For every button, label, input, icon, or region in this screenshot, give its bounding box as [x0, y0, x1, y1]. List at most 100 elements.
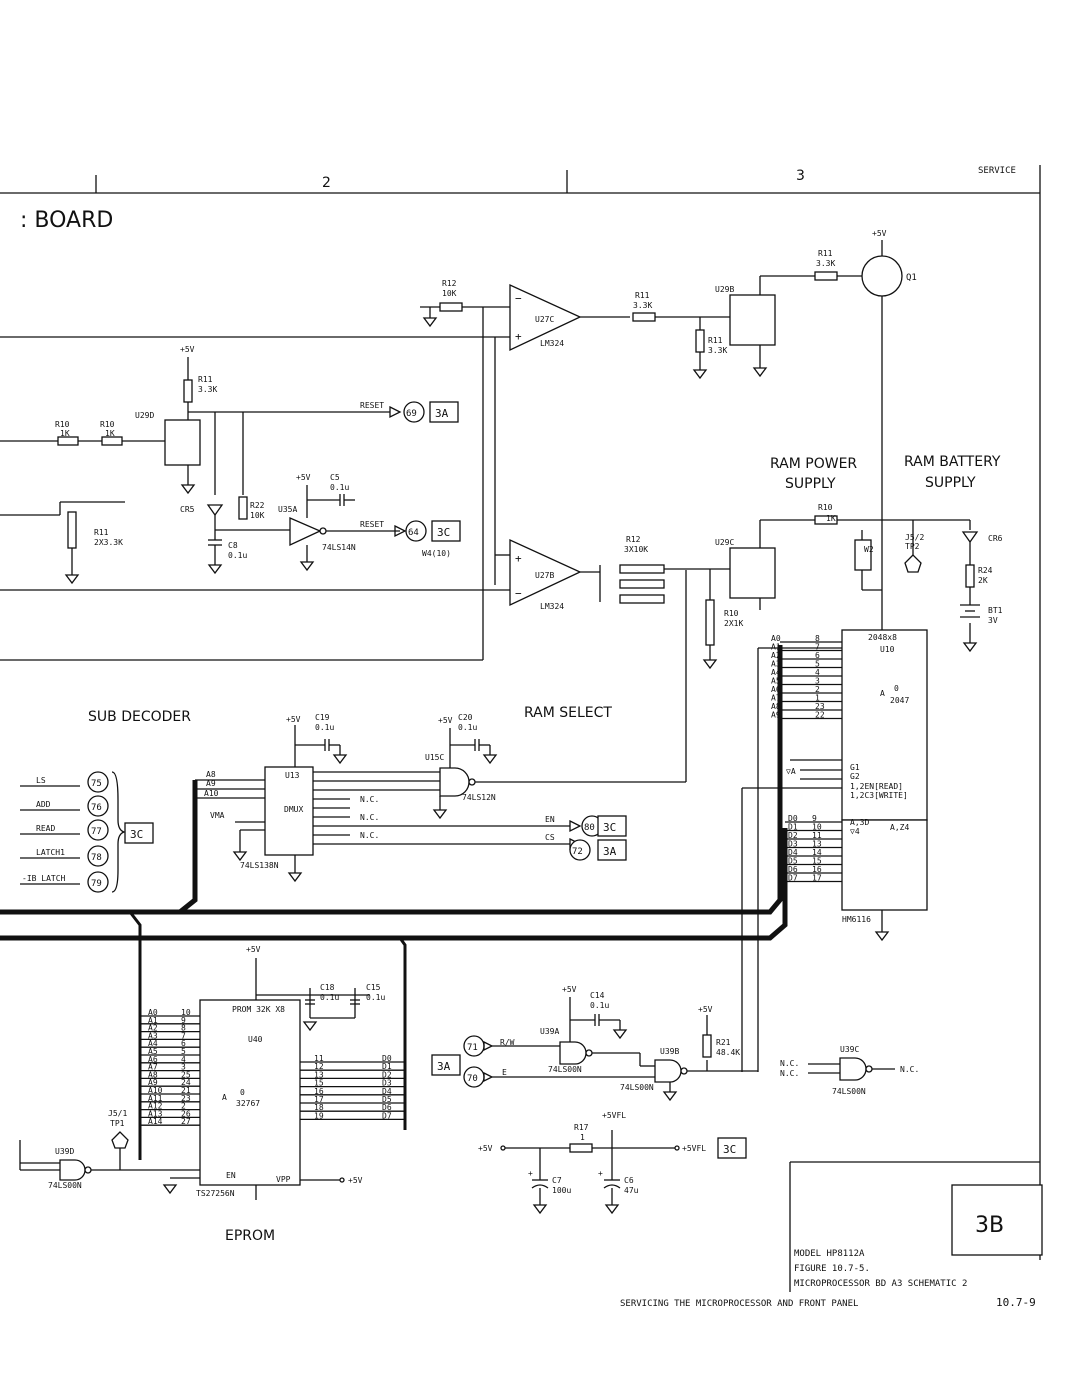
reset-section: +5V R11 3.3K U29D R10 1K R10 1K CR5 C8 0… [0, 345, 451, 575]
svg-text:▽A: ▽A [786, 767, 796, 776]
svg-text:U27B: U27B [535, 571, 554, 580]
svg-text:0.1u: 0.1u [590, 1001, 609, 1010]
svg-text:G1: G1 [850, 763, 860, 772]
svg-text:U39A: U39A [540, 1027, 559, 1036]
svg-text:A,3D: A,3D [850, 818, 869, 827]
svg-text:READ: READ [36, 824, 55, 833]
svg-text:+5V: +5V [286, 715, 301, 724]
prom-data-pin: 17 [314, 1095, 324, 1104]
svg-text:EN: EN [545, 815, 555, 824]
prom-data-pin: 11 [314, 1054, 324, 1063]
svg-text:N.C.: N.C. [900, 1065, 919, 1074]
svg-text:A8: A8 [206, 770, 216, 779]
svg-text:U39D: U39D [55, 1147, 74, 1156]
svg-text:U29D: U29D [135, 411, 154, 420]
svg-text:+: + [515, 330, 522, 343]
svg-text:71: 71 [467, 1043, 478, 1053]
svg-text:G2: G2 [850, 772, 860, 781]
svg-text:TS27256N: TS27256N [196, 1189, 235, 1198]
svg-text:2X1K: 2X1K [724, 619, 743, 628]
prom-data-label: D1 [382, 1062, 392, 1071]
svg-text:SUPPLY: SUPPLY [925, 475, 976, 491]
sub-decoder-title: SUB DECODER [88, 709, 191, 725]
svg-text:3C: 3C [723, 1143, 736, 1156]
prom-addr-pin: 10 [181, 1008, 191, 1017]
ram-addr-label: A5 [771, 677, 781, 686]
svg-text:RAM POWER: RAM POWER [770, 456, 857, 472]
ram-addr-pin: 5 [815, 660, 820, 669]
svg-text:+5VFL: +5VFL [682, 1144, 706, 1153]
svg-text:3A: 3A [437, 1060, 451, 1073]
svg-text:+5VFL: +5VFL [602, 1111, 626, 1120]
svg-text:−: − [515, 587, 522, 600]
address-bus [0, 645, 788, 1160]
svg-text:BT1: BT1 [988, 606, 1003, 615]
svg-text:74LS138N: 74LS138N [240, 861, 279, 870]
sheet-id: 3B [975, 1213, 1004, 1238]
svg-text:+: + [528, 1169, 533, 1178]
ram-data-label: D4 [788, 848, 798, 857]
svg-text:+5V: +5V [348, 1176, 363, 1185]
svg-text:R10: R10 [818, 503, 833, 512]
svg-text:U29C: U29C [715, 538, 734, 547]
ram-addr-label: A6 [771, 685, 781, 694]
prom-addr-label: A8 [148, 1070, 158, 1079]
u10-ram: 2048x8 U10 A 0 2047 G1 G2 1,2EN[READ] 1,… [741, 629, 928, 1072]
prom-data-pin: 13 [314, 1070, 324, 1079]
svg-text:C20: C20 [458, 713, 473, 722]
ram-addr-label: A3 [771, 660, 781, 669]
svg-text:RESET: RESET [360, 520, 384, 529]
svg-text:C5: C5 [330, 473, 340, 482]
svg-text:0.1u: 0.1u [366, 993, 385, 1002]
svg-text:▽4: ▽4 [850, 827, 860, 836]
svg-text:C14: C14 [590, 991, 605, 1000]
svg-text:74LS14N: 74LS14N [322, 543, 356, 552]
svg-text:2047: 2047 [890, 696, 909, 705]
svg-text:U40: U40 [248, 1035, 263, 1044]
prom-data-pin: 16 [314, 1087, 324, 1096]
reset-connector-top: RESET 69 3A [360, 401, 459, 423]
u40-eprom: PROM 32K X8 U40 A 0 32767 EN VPP TS27256… [162, 945, 385, 1200]
service-label: SERVICE [978, 166, 1016, 176]
prom-addr-pin: 24 [181, 1078, 191, 1087]
svg-text:48.4K: 48.4K [716, 1048, 740, 1057]
svg-text:C6: C6 [624, 1176, 634, 1185]
ram-addr-pin: 4 [815, 668, 820, 677]
ram-data-label: D2 [788, 831, 798, 840]
svg-text:U13: U13 [285, 771, 300, 780]
en-connector: EN 80 3C [545, 815, 627, 837]
u35a-inverter [289, 517, 322, 547]
svg-text:74LS00N: 74LS00N [832, 1087, 866, 1096]
svg-text:R11: R11 [818, 249, 833, 258]
svg-text:E: E [502, 1068, 507, 1077]
prom-addr-label: A5 [148, 1047, 158, 1056]
ram-data-pin: 16 [812, 865, 822, 874]
prom-addr-label: A13 [148, 1109, 163, 1118]
ram-addr-label: A9 [771, 711, 781, 720]
svg-text:VMA: VMA [210, 811, 225, 820]
prom-addr-pin: 25 [181, 1070, 191, 1079]
svg-text:0: 0 [240, 1088, 245, 1097]
svg-text:R10: R10 [724, 609, 739, 618]
svg-text:A10: A10 [204, 789, 219, 798]
ram-addr-label: A0 [771, 634, 781, 643]
svg-text:J5/1: J5/1 [108, 1109, 127, 1118]
section-titles: RAM POWER SUPPLY RAM BATTERY SUPPLY SUB … [88, 454, 1001, 1244]
svg-text:74LS12N: 74LS12N [462, 793, 496, 802]
prom-data-label: D6 [382, 1103, 392, 1112]
zone-header: 2 3 SERVICE : BOARD [0, 165, 1041, 1260]
svg-text:CS: CS [545, 833, 555, 842]
prom-addr-label: A14 [148, 1117, 163, 1126]
vfl-supply: +5V R17 1 +5VFL 3C +5VFL + C7 100u + C6 … [478, 1111, 747, 1215]
prom-data-pin: 19 [314, 1111, 324, 1120]
svg-text:U35A: U35A [278, 505, 297, 514]
svg-text:LATCH1: LATCH1 [36, 848, 65, 857]
decoder-outputs: LS 75 ADD 76 READ 77 LATCH1 78 -IB LATCH… [20, 771, 154, 893]
svg-text:74LS00N: 74LS00N [620, 1083, 654, 1092]
ram-data-pin: 15 [812, 857, 822, 866]
svg-text:TP2: TP2 [905, 542, 920, 551]
page-number: 10.7-9 [996, 1296, 1036, 1309]
